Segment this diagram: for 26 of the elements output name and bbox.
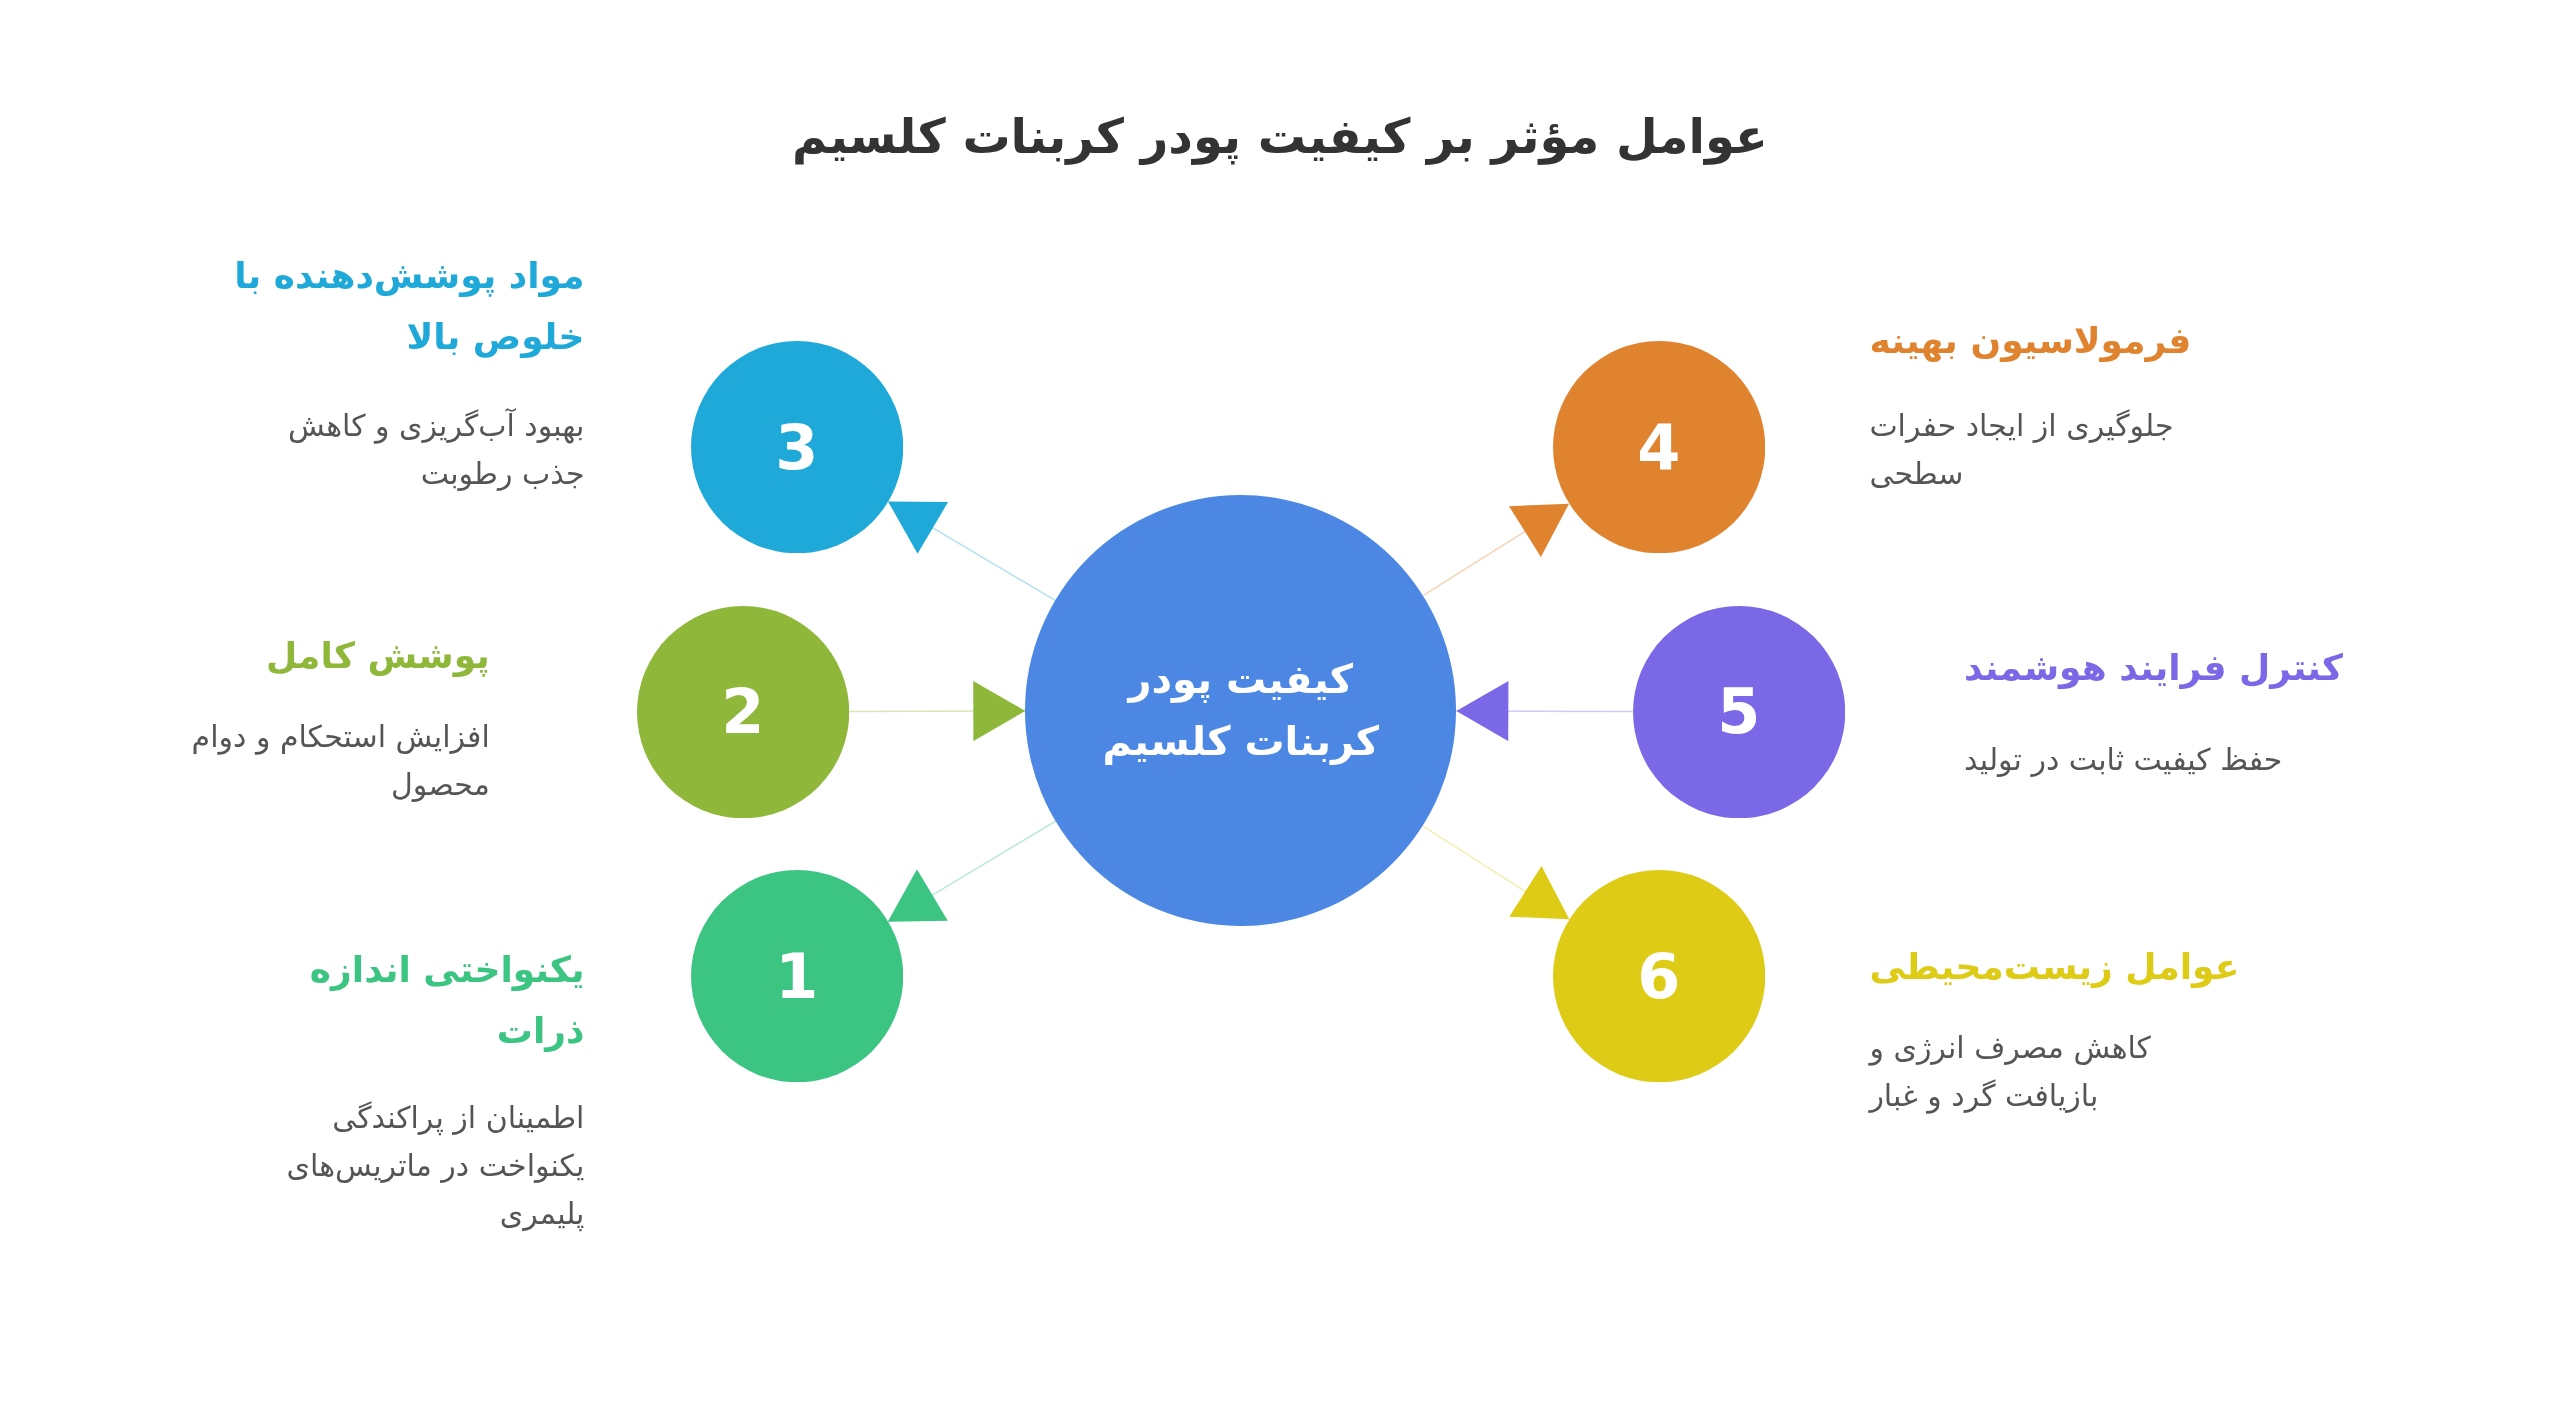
number-circle: 6	[1552, 870, 1765, 1083]
number-circle: 5	[1632, 605, 1845, 818]
description-text: بهبود آب‌گریزی و کاهش جذب رطوبت	[287, 406, 585, 493]
arrow	[1421, 825, 1570, 921]
heading-text: یکنواختی اندازه ذرات	[308, 947, 585, 1054]
heading-text: فرمولاسیون بهینه	[1869, 319, 2193, 364]
title: عوامل مؤثر بر کیفیت پودر کربنات کلسیم	[792, 107, 1768, 164]
description-text: جلوگیری از ایجاد حفرات سطحی	[1869, 406, 2175, 493]
description-text: اطمینان از پراکندگی یکنواخت در ماتریس‌های پلیمری	[285, 1098, 585, 1234]
description-text: حفظ کیفیت ثابت در تولید	[1964, 741, 2284, 780]
heading-text: پوشش کامل	[265, 634, 490, 679]
description-text: افزایش استحکام و دوام محصول	[190, 718, 490, 805]
center-circle: کیفیت پودر کربنات کلسیم	[1025, 494, 1457, 926]
arrow	[887, 820, 1057, 923]
heading-text: مواد پوشش‌دهنده با خلوص بالا	[233, 253, 585, 360]
number-circle: 1	[690, 870, 903, 1083]
heading-text: عوامل زیست‌محیطی	[1869, 944, 2241, 990]
arrow	[887, 500, 1057, 602]
heading-text: کنترل فرایند هوشمند	[1964, 645, 2344, 691]
arrow	[1422, 503, 1570, 597]
arrow	[848, 681, 1027, 742]
arrow	[1455, 681, 1634, 742]
number-circle: 2	[636, 605, 849, 818]
number-circle: 4	[1552, 341, 1765, 554]
number-circle: 3	[690, 341, 903, 554]
description-text: کاهش مصرف انرژی و بازیافت گرد و غبار	[1869, 1028, 2152, 1116]
